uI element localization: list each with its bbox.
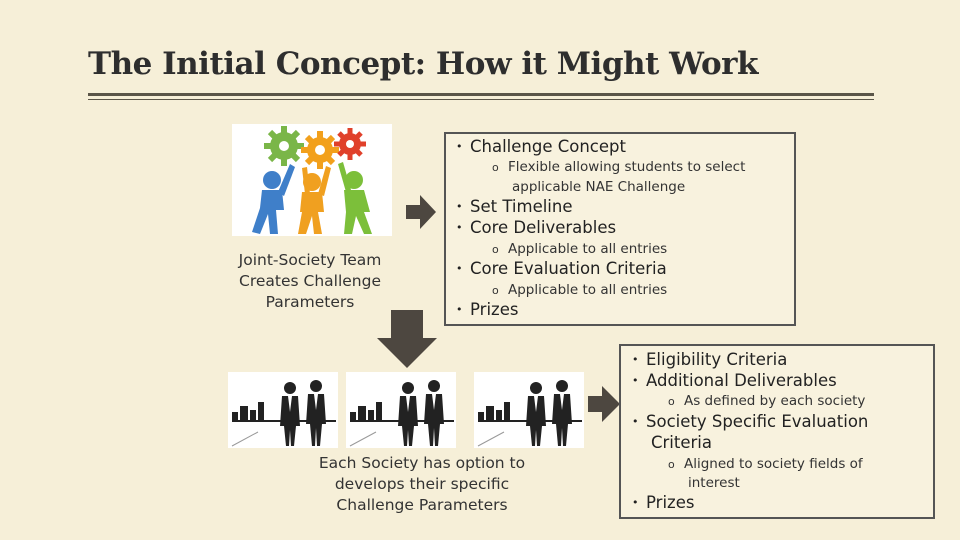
bullet-additional-deliverables: •Additional Deliverables xyxy=(632,371,837,390)
bullet-society-evaluation: •Society Specific Evaluation xyxy=(632,412,869,431)
bullet-set-timeline: •Set Timeline xyxy=(456,197,573,216)
bullet-core-deliverables: •Core Deliverables xyxy=(456,218,617,237)
arrow-right-icon xyxy=(406,195,436,229)
arrow-down-icon xyxy=(377,310,437,368)
society-evaluation-label: Society Specific Evaluation xyxy=(646,412,869,431)
team-caption-line1: Joint-Society Team xyxy=(238,251,382,269)
society-evaluation-cont: Criteria xyxy=(651,433,712,452)
evaluation-sub-text: Applicable to all entries xyxy=(508,282,668,298)
prizes-core-label: Prizes xyxy=(470,300,519,319)
bullet-eligibility: •Eligibility Criteria xyxy=(632,350,788,369)
defined-text: As defined by each society xyxy=(684,393,866,409)
aligned-text: Aligned to society fields of xyxy=(684,456,863,472)
businessmen-city-icon-2 xyxy=(346,372,456,448)
team-gears-icon xyxy=(232,124,392,236)
society-caption-line3: Challenge Parameters xyxy=(336,496,508,514)
core-evaluation-label: Core Evaluation Criteria xyxy=(470,259,667,278)
team-caption: Joint-Society Team Creates Challenge Par… xyxy=(212,250,408,313)
additional-deliverables-label: Additional Deliverables xyxy=(646,371,837,390)
core-parameters-box xyxy=(444,132,796,326)
prizes-society-label: Prizes xyxy=(646,493,695,512)
flexible-text-cont: applicable NAE Challenge xyxy=(512,179,686,195)
flexible-text: Flexible allowing students to select xyxy=(508,159,746,175)
team-caption-line2: Creates Challenge xyxy=(239,272,381,290)
title-rule-thick xyxy=(88,93,874,96)
team-caption-line3: Parameters xyxy=(265,293,355,311)
deliverables-sub-text: Applicable to all entries xyxy=(508,241,668,257)
core-deliverables-label: Core Deliverables xyxy=(470,218,617,237)
bullet-prizes-core: •Prizes xyxy=(456,300,519,319)
challenge-concept-label: Challenge Concept xyxy=(470,137,626,156)
society-caption-line1: Each Society has option to xyxy=(318,454,526,472)
society-caption: Each Society has option to develops thei… xyxy=(290,453,554,516)
businessmen-city-icon xyxy=(228,372,338,448)
businessmen-city-icon-3 xyxy=(474,372,584,448)
arrow-right-icon-2 xyxy=(588,386,620,422)
aligned-text-cont: interest xyxy=(688,475,740,491)
set-timeline-label: Set Timeline xyxy=(470,197,573,216)
slide-title: The Initial Concept: How it Might Work xyxy=(88,46,758,82)
society-parameters-box xyxy=(619,344,935,519)
title-rule-thin xyxy=(88,99,874,100)
eligibility-label: Eligibility Criteria xyxy=(646,350,788,369)
bullet-challenge-concept: •Challenge Concept xyxy=(456,137,626,156)
bullet-core-evaluation: •Core Evaluation Criteria xyxy=(456,259,667,278)
society-caption-line2: develops their specific xyxy=(334,475,510,493)
bullet-prizes-society: •Prizes xyxy=(632,493,695,512)
